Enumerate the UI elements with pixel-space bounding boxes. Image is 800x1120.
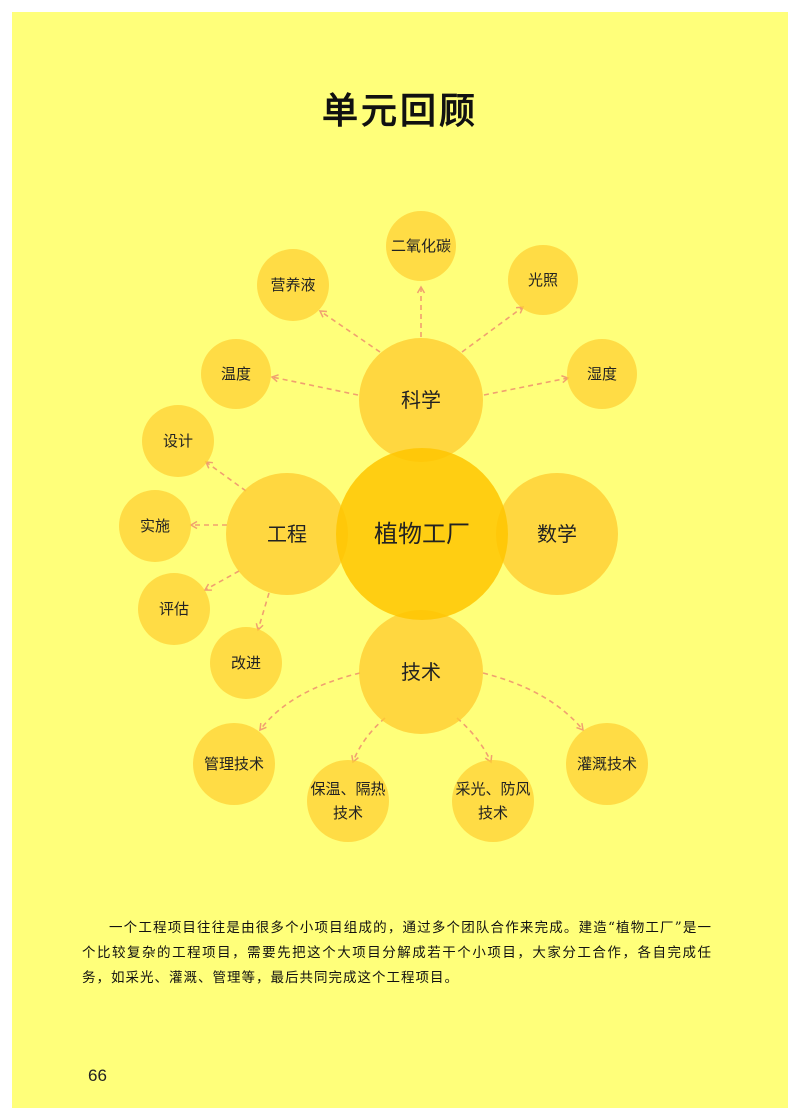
- node-improve: 改进: [210, 627, 282, 699]
- arrow-engineering-evaluate: [203, 570, 240, 591]
- arrow-tech-management: [259, 672, 361, 732]
- arrow-tech-lighting: [456, 717, 493, 764]
- node-management-tech: 管理技术: [193, 723, 275, 805]
- node-humidity: 湿度: [567, 339, 637, 409]
- arrow-science-temperature: [270, 374, 359, 396]
- arrow-tech-irrigation: [482, 672, 584, 732]
- node-temperature: 温度: [201, 339, 271, 409]
- summary-paragraph: 一个工程项目往往是由很多个小项目组成的，通过多个团队合作来完成。建造“植物工厂”…: [82, 920, 712, 986]
- node-science: 科学: [359, 338, 483, 462]
- arrow-engineering-design: [204, 461, 247, 492]
- node-nutrient-solution: 营养液: [257, 249, 329, 321]
- arrow-science-light: [461, 306, 525, 353]
- node-implement: 实施: [119, 490, 191, 562]
- page-title: 单元回顾: [321, 90, 478, 132]
- node-design: 设计: [142, 405, 214, 477]
- node-math: 数学: [496, 473, 618, 595]
- node-irrigation-tech: 灌溉技术: [566, 723, 648, 805]
- arrow-engineering-improve: [255, 592, 270, 632]
- node-evaluate: 评估: [138, 573, 210, 645]
- node-engineering: 工程: [226, 473, 348, 595]
- node-technology: 技术: [359, 610, 483, 734]
- node-co2: 二氧化碳: [386, 211, 456, 281]
- arrow-science-humidity: [483, 375, 570, 396]
- arrow-tech-insulation: [351, 717, 386, 764]
- page-number: 66: [88, 1066, 107, 1085]
- arrow-science-nutrient: [318, 310, 381, 353]
- node-lighting-windproof-tech: 采光、防风 技术: [452, 760, 534, 842]
- node-insulation-tech: 保温、隔热 技术: [307, 760, 389, 842]
- node-light: 光照: [508, 245, 578, 315]
- node-plant-factory: 植物工厂: [336, 448, 508, 620]
